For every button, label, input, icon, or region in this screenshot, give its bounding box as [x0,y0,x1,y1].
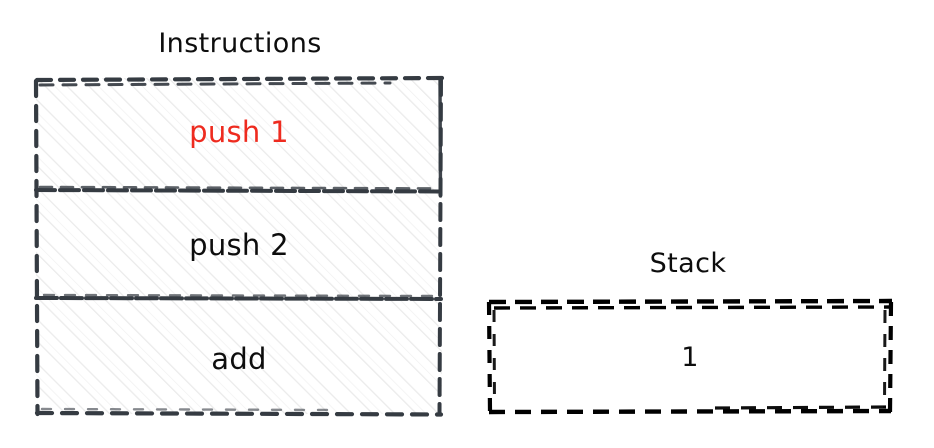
instruction-row[interactable]: add [34,303,444,416]
stack-row[interactable]: 1 [485,298,895,416]
instructions-table: push 1 push 2 add [33,75,445,417]
stack-title: Stack [649,248,727,279]
stack-panel: Stack [485,238,897,418]
instructions-row-list: push 1 push 2 add [34,76,444,416]
instructions-panel: Instructions [33,14,446,418]
instruction-row[interactable]: push 1 [34,76,444,189]
stack-row-list: 1 [485,298,895,416]
instruction-label: push 2 [189,228,289,263]
instruction-label: push 1 [189,115,289,150]
instructions-title: Instructions [158,28,322,59]
instruction-row[interactable]: push 2 [34,189,444,302]
stack-value: 1 [681,341,699,373]
instruction-label: add [211,341,267,376]
stack-table: 1 [485,298,895,416]
